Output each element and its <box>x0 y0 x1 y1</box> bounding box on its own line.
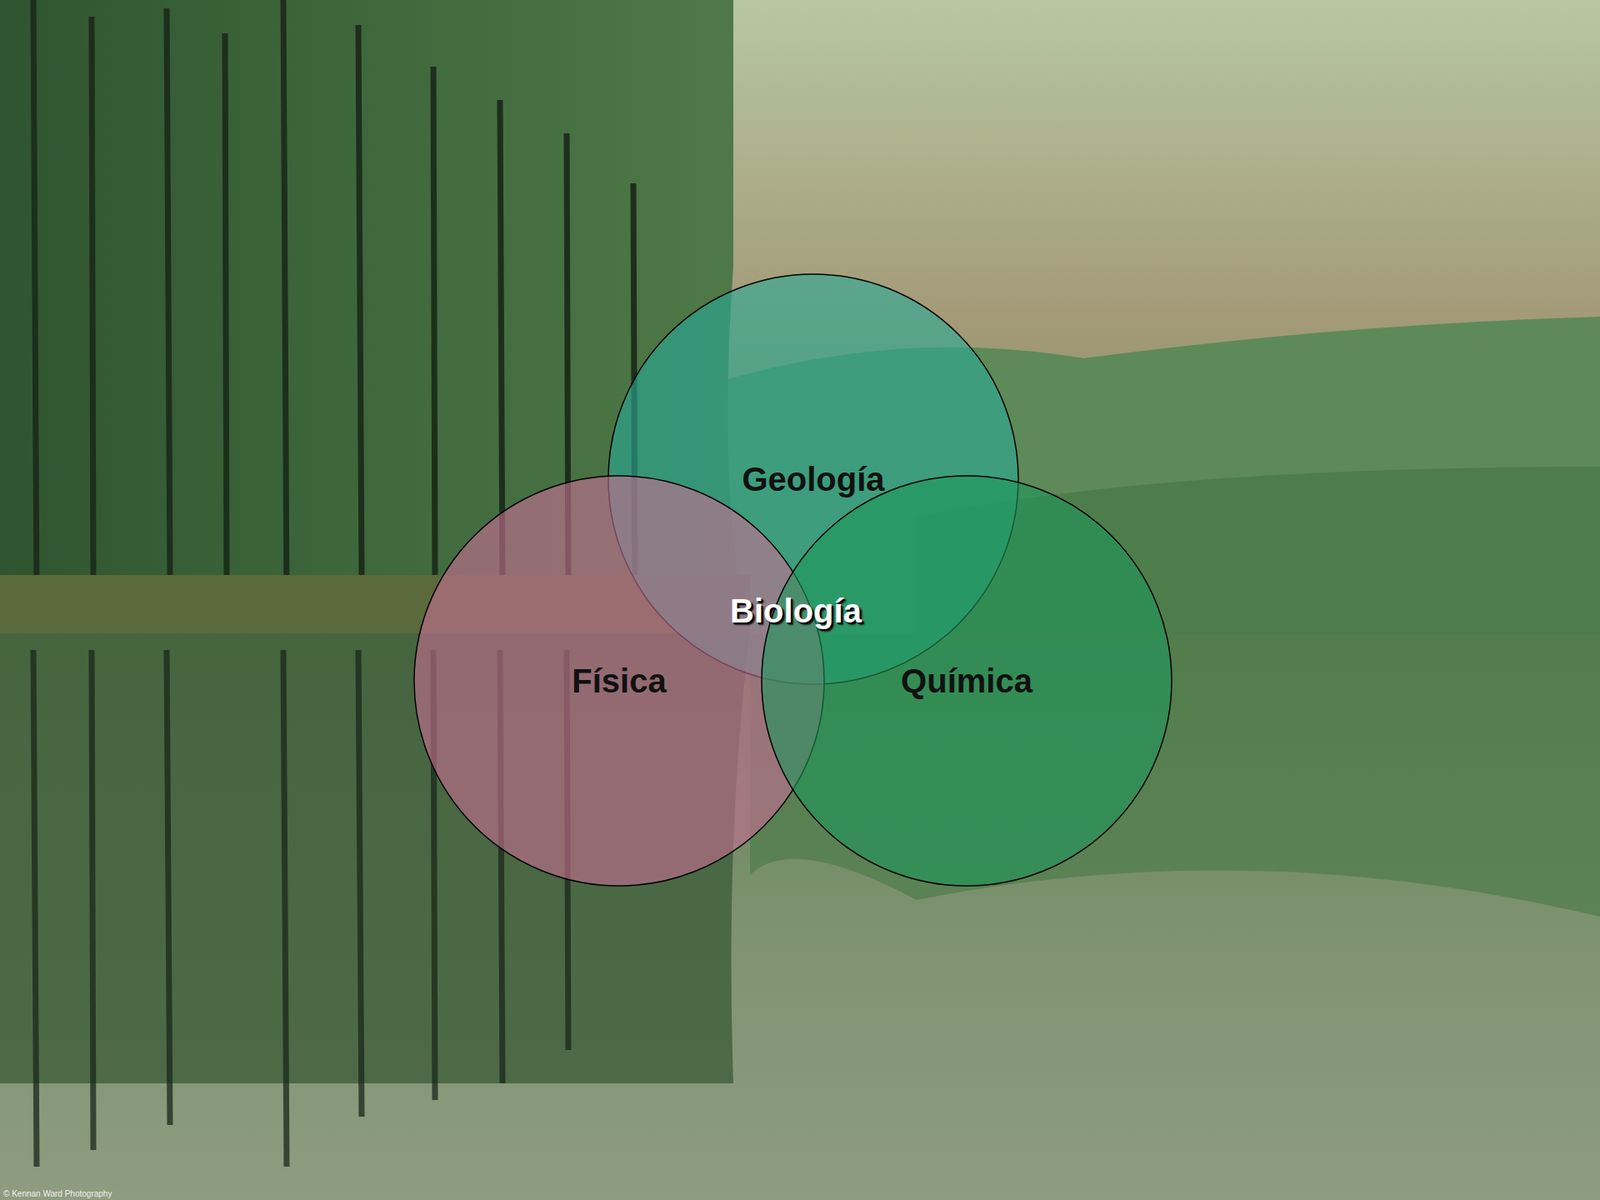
circle-label: Química <box>900 662 1033 700</box>
watermark: © Kennan Ward Photography <box>3 1189 112 1199</box>
circle-label: Geología <box>741 460 885 499</box>
venn-circle: Química <box>760 475 1173 887</box>
center-label: Biología <box>730 592 862 630</box>
circle-label: Física <box>571 662 666 700</box>
